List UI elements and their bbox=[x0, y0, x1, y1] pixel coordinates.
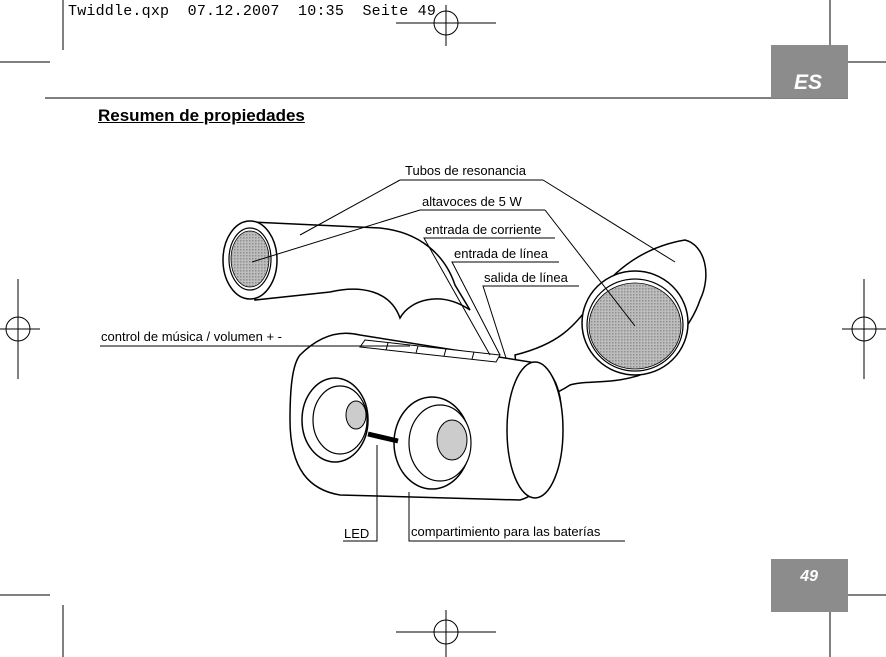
page-number-tab: 49 bbox=[771, 559, 848, 612]
label-led: LED bbox=[344, 526, 370, 541]
label-battery-compartment: compartimiento para las baterías bbox=[411, 524, 601, 539]
label-power-input: entrada de corriente bbox=[425, 222, 542, 237]
label-resonance-tubes: Tubos de resonancia bbox=[405, 163, 526, 178]
label-music-volume: control de música / volumen + - bbox=[101, 329, 282, 344]
language-tab: ES bbox=[771, 45, 848, 98]
label-line-input: entrada de línea bbox=[454, 246, 548, 261]
main-body bbox=[289, 332, 564, 501]
language-code: ES bbox=[793, 71, 822, 94]
print-slug: Twiddle.qxp 07.12.2007 10:35 Seite 49 bbox=[68, 3, 437, 20]
led-bar bbox=[367, 431, 399, 444]
section-title: Resumen de propiedades bbox=[98, 106, 305, 125]
label-speakers: altavoces de 5 W bbox=[422, 194, 522, 209]
label-line-output: salida de línea bbox=[484, 270, 568, 285]
leader-lines bbox=[100, 179, 676, 542]
left-speaker-grille bbox=[230, 230, 270, 288]
page-number: 49 bbox=[800, 568, 818, 585]
